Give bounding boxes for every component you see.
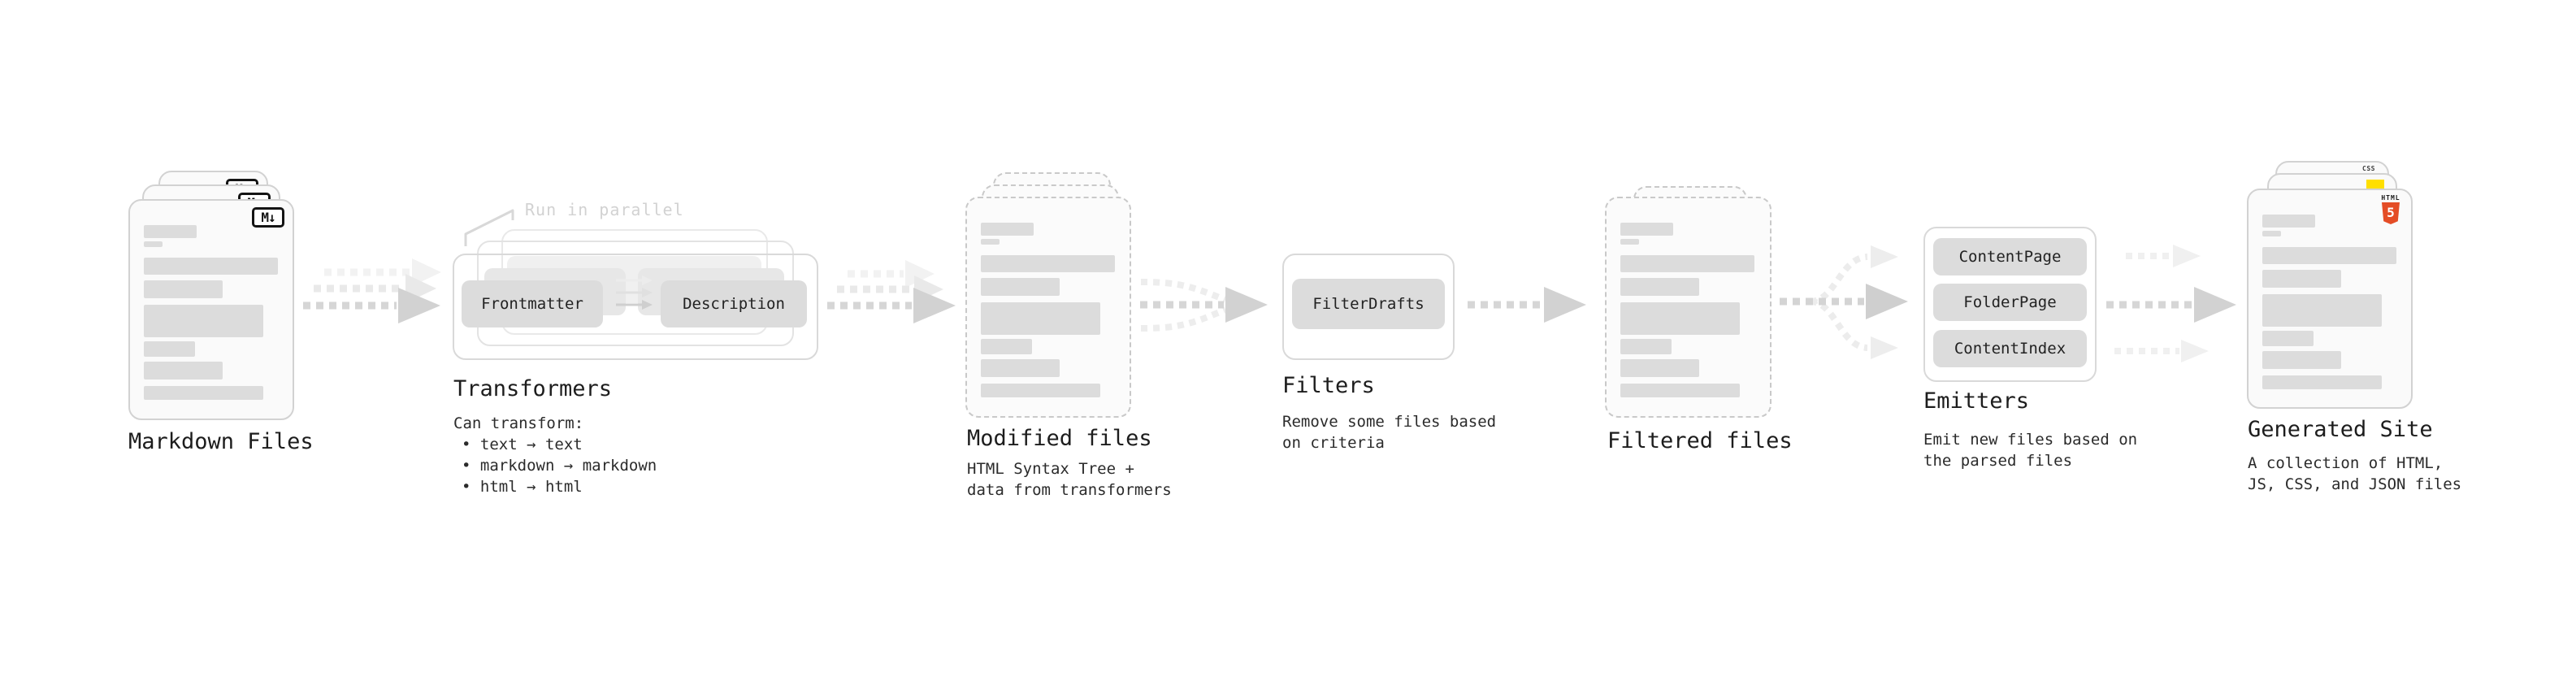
- text-line-placeholder: [981, 359, 1060, 377]
- text-line-placeholder: [144, 341, 195, 357]
- text-line-placeholder: [1620, 359, 1699, 377]
- folder-page-node: FolderPage: [1933, 284, 2087, 321]
- text-line-placeholder: [1620, 384, 1740, 397]
- desc-line: the parsed files: [1923, 452, 2073, 470]
- desc-line: A collection of HTML,: [2248, 454, 2444, 472]
- text-line-placeholder: [981, 384, 1100, 397]
- desc-line: Remove some files based: [1282, 413, 1497, 431]
- emitters-box: [1923, 227, 2097, 382]
- stage-filtered-files: [1605, 186, 1776, 430]
- file-card-front: M↓: [128, 199, 294, 420]
- html5-icon: HTML 5: [2381, 194, 2400, 224]
- modified-files-description: HTML Syntax Tree + data from transformer…: [967, 458, 1172, 501]
- stage-label-transformers: Transformers: [453, 376, 613, 401]
- desc-line: data from transformers: [967, 481, 1172, 499]
- text-line-placeholder: [1620, 339, 1672, 354]
- html5-shield: 5: [2382, 202, 2400, 224]
- desc-bullet: • markdown → markdown: [462, 457, 657, 475]
- text-line-placeholder: [144, 386, 263, 400]
- desc-bullet: • html → html: [462, 478, 583, 496]
- desc-line: JS, CSS, and JSON files: [2248, 475, 2462, 493]
- stage-label-emitters: Emitters: [1923, 388, 2030, 414]
- content-index-node: ContentIndex: [1933, 330, 2087, 367]
- stage-label-generated-site: Generated Site: [2248, 417, 2433, 442]
- desc-line: Can transform:: [453, 414, 584, 432]
- flow-arrow-filtered-to-emitters: [1780, 245, 1908, 359]
- flow-arrow-emitters-to-generated: [2106, 245, 2236, 362]
- flow-arrow-markdown-to-transformers: [303, 258, 441, 323]
- text-line-placeholder: [2262, 215, 2315, 228]
- stage-label-filters: Filters: [1282, 373, 1375, 398]
- text-line-placeholder: [2262, 247, 2396, 264]
- text-line-placeholder: [1620, 302, 1740, 335]
- text-line-placeholder: [981, 339, 1032, 354]
- transformer-layer-front: [453, 254, 818, 360]
- text-line-placeholder: [144, 241, 163, 247]
- frontmatter-node: Frontmatter: [462, 280, 603, 327]
- stage-label-filtered-files: Filtered files: [1607, 428, 1793, 453]
- text-line-placeholder: [144, 280, 223, 298]
- run-in-parallel-note: Run in parallel: [525, 200, 684, 219]
- file-card-front: [1605, 197, 1772, 418]
- stage-label-modified-files: Modified files: [967, 426, 1152, 451]
- text-line-placeholder: [981, 302, 1100, 335]
- flow-arrow-modified-to-filters: [1140, 279, 1268, 332]
- content-page-node: ContentPage: [1933, 238, 2087, 275]
- file-card-html: HTML 5: [2247, 189, 2413, 409]
- text-line-placeholder: [144, 362, 223, 380]
- filter-drafts-node: FilterDrafts: [1292, 279, 1445, 329]
- text-line-placeholder: [1620, 255, 1754, 272]
- transformers-description: Can transform: • text → text • markdown …: [453, 413, 657, 497]
- emitters-description: Emit new files based on the parsed files: [1923, 429, 2137, 471]
- file-card-front: [965, 197, 1131, 418]
- text-line-placeholder: [2262, 375, 2382, 389]
- text-line-placeholder: [981, 223, 1034, 236]
- desc-line: HTML Syntax Tree +: [967, 460, 1134, 478]
- text-line-placeholder: [1620, 278, 1699, 296]
- text-line-placeholder: [2262, 270, 2341, 288]
- stage-markdown-files: M↓ M↓ M↓: [128, 171, 301, 423]
- text-line-placeholder: [144, 258, 278, 275]
- flow-arrow-transformers-to-modified: [827, 260, 956, 323]
- text-line-placeholder: [2262, 294, 2382, 327]
- text-line-placeholder: [144, 305, 263, 337]
- description-node: Description: [661, 280, 807, 327]
- text-line-placeholder: [1620, 223, 1673, 236]
- html5-label: HTML: [2381, 194, 2400, 202]
- text-line-placeholder: [1620, 239, 1639, 245]
- generated-site-description: A collection of HTML, JS, CSS, and JSON …: [2248, 453, 2461, 495]
- markdown-icon: M↓: [252, 207, 284, 228]
- desc-bullet: • text → text: [462, 436, 583, 453]
- js-badge-icon: [2366, 180, 2384, 189]
- text-line-placeholder: [2262, 351, 2341, 369]
- desc-line: Emit new files based on: [1923, 431, 2138, 449]
- desc-line: on criteria: [1282, 434, 1385, 452]
- stage-label-markdown-files: Markdown Files: [128, 429, 314, 454]
- filters-box: [1282, 254, 1455, 360]
- text-line-placeholder: [981, 278, 1060, 296]
- text-line-placeholder: [981, 239, 1000, 245]
- text-line-placeholder: [144, 225, 197, 238]
- text-line-placeholder: [981, 255, 1115, 272]
- filters-description: Remove some files based on criteria: [1282, 411, 1496, 453]
- text-line-placeholder: [2262, 231, 2281, 236]
- text-line-placeholder: [2262, 331, 2314, 346]
- stage-generated-site: CSS HTML 5: [2247, 154, 2418, 410]
- stage-modified-files: [965, 172, 1136, 424]
- flow-arrow-filters-to-filtered: [1468, 287, 1586, 323]
- css-badge-label: CSS: [2362, 165, 2375, 172]
